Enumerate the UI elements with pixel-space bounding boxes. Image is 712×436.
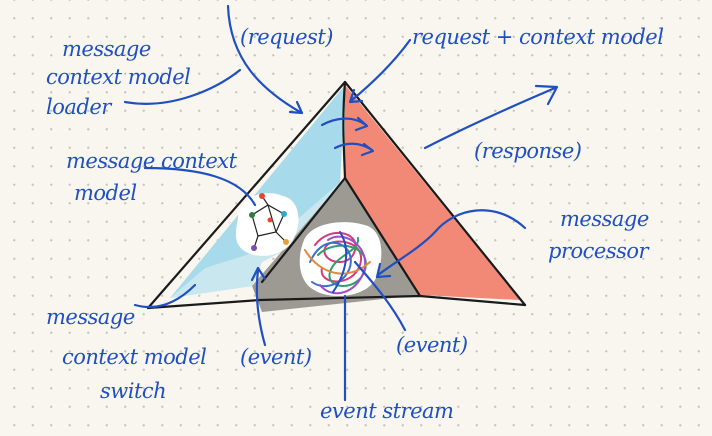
arrow-request [226, 4, 302, 114]
label-processor-line-1: message [560, 207, 649, 231]
label-loader-line-2: context model [46, 65, 191, 89]
arrow-request-context-model [350, 38, 412, 102]
arrow-loader-label [123, 68, 242, 105]
label-response: (response) [474, 139, 582, 163]
arrow-event-right [353, 260, 407, 332]
arrow-switch-label [133, 283, 197, 309]
label-switch-line-3: switch [100, 379, 167, 403]
label-switch-line-1: message [46, 305, 135, 329]
label-context-model-line-2: model [74, 181, 137, 205]
context-model-switch-face [170, 178, 345, 298]
context-model-loader-face [170, 85, 345, 298]
arrow-context-model-label [143, 166, 257, 207]
pyramid-outline [146, 80, 527, 310]
label-loader-line-3: loader [46, 95, 111, 119]
label-loader-line-1: message [62, 37, 151, 61]
label-event-stream: event stream [320, 399, 454, 423]
label-event-left: (event) [240, 345, 312, 369]
label-request: (request) [240, 25, 333, 49]
label-context-model-line-1: message context [66, 149, 237, 173]
event-stream-scribble [304, 231, 371, 295]
context-model-network [249, 193, 289, 251]
arrow-event-left [255, 268, 267, 347]
label-event-right: (event) [396, 333, 468, 357]
label-request-context-model: request + context model [412, 25, 664, 49]
pen-arrows [123, 4, 559, 402]
arrow-processor-label [376, 209, 527, 277]
label-switch-line-2: context model [62, 345, 207, 369]
arrow-response [423, 86, 557, 150]
label-processor-line-2: processor [548, 239, 649, 263]
context-model-cloud [235, 192, 299, 256]
